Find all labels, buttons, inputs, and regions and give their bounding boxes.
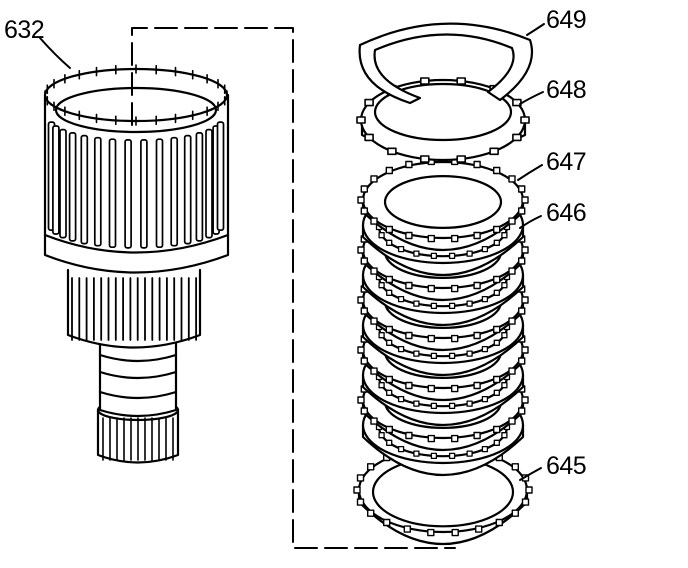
drum-slot [68,132,77,242]
steel-plate [357,157,529,251]
backing-plate-tab [419,77,430,85]
callout-646: 646 [546,199,587,227]
backing-plate-tab [364,133,374,142]
drum-slot [170,136,179,247]
drum-slot [183,134,192,245]
drum-slot [108,138,117,249]
drum-slot [59,128,67,239]
drum-slot [205,128,213,239]
callout-649: 649 [546,6,587,34]
spring-plate [353,443,533,545]
drum-slot [195,132,204,242]
callout-645: 645 [546,452,587,480]
clutch-pack [353,22,534,545]
drum-slot [93,136,102,247]
backing-plate-tab [489,147,499,156]
drum-slot [52,125,60,235]
assembly-leader-line [131,27,456,549]
clutch-housing [43,64,230,464]
backing-plate-tab [356,116,366,124]
drum-slot [80,134,89,245]
drum [43,64,230,274]
drum-slot [155,138,164,249]
hub-spline [66,268,202,349]
backing-plate-tab [387,147,397,156]
drum-slot [216,121,225,231]
backing-plate-tab [456,77,467,85]
snap-ring [358,22,534,105]
backing-plate-tab [364,98,374,107]
backing-plate-tab [512,133,522,142]
backing-plate-tab [520,116,530,124]
callout-632: 632 [4,16,45,44]
callout-648: 648 [546,76,587,104]
drum-slot [140,139,148,249]
backing-plate-tab [456,155,467,163]
backing-plate-tab [419,155,430,163]
callout-647: 647 [546,148,587,176]
callout-leaders [39,23,545,481]
drum-slot [124,139,132,249]
